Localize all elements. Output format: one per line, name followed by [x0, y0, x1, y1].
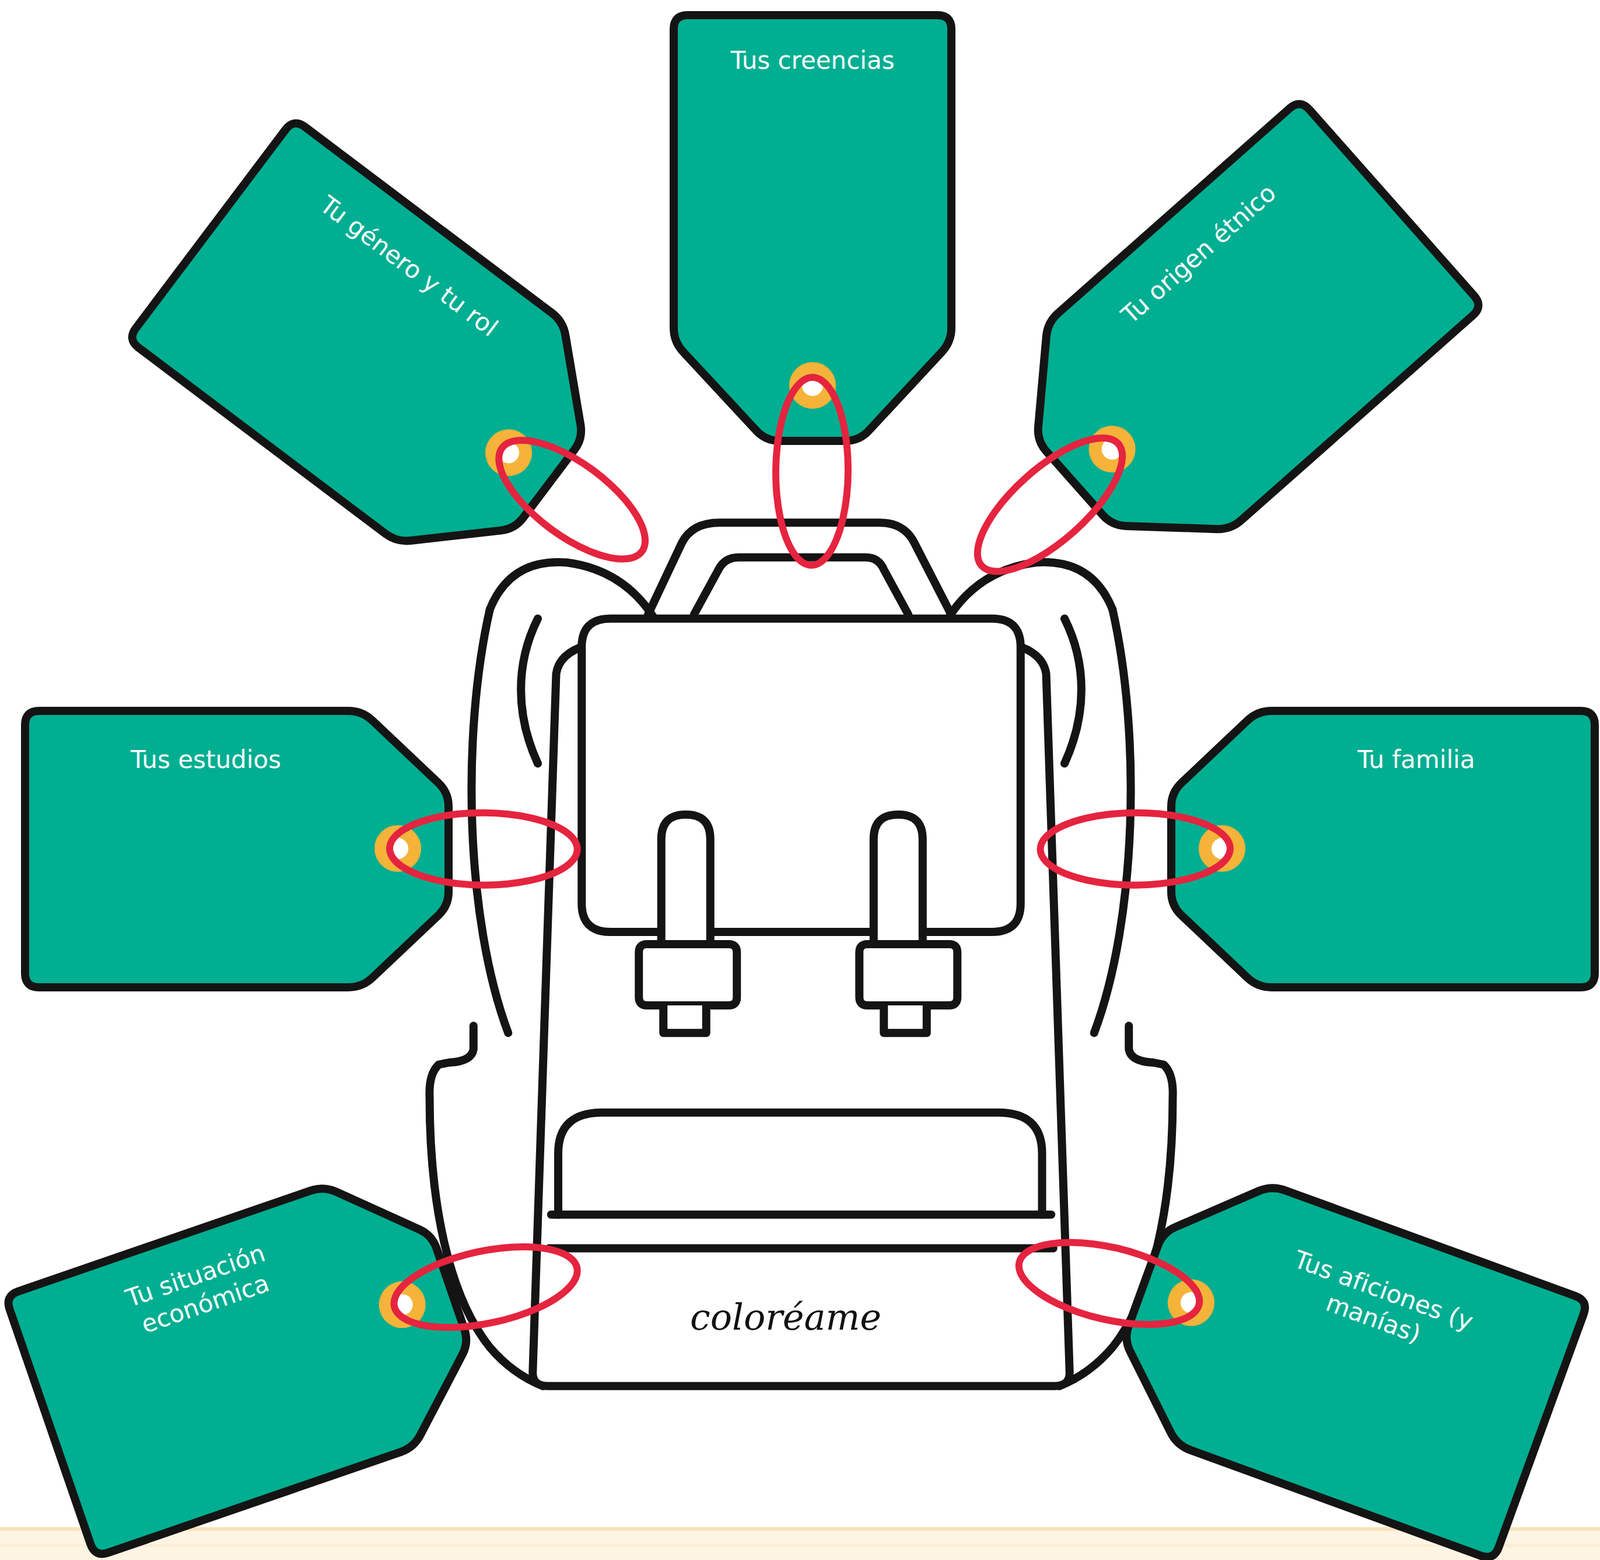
backpack-strap [471, 609, 509, 1034]
buckle-tip [663, 1005, 707, 1034]
tag-body [1096, 1156, 1589, 1560]
tag-label: Tus creencias [684, 45, 941, 76]
tag-shape [1096, 1156, 1589, 1560]
backpack-strap [949, 562, 1113, 617]
buckle [638, 944, 737, 1006]
bottom-band [0, 1527, 1600, 1560]
backpack-node: coloréame [423, 515, 1169, 1389]
tag-body [982, 99, 1484, 587]
tag-loop [1019, 1243, 1200, 1326]
backpack-side [429, 1026, 543, 1387]
backpack-drawing [423, 515, 1169, 1389]
bottom-band-line [0, 1544, 1600, 1547]
luggage-tag: Tu situación económica [5, 1158, 496, 1559]
tag-body [127, 118, 632, 594]
buckle-tip [883, 1005, 927, 1034]
tag-loop [393, 1247, 577, 1328]
backpack-label: coloréame [690, 1296, 882, 1339]
tag-eyelet [1169, 1280, 1213, 1325]
tag-loop [775, 377, 849, 566]
tag-body [5, 1158, 496, 1559]
backpack-strap [1094, 609, 1132, 1034]
tag-loop [389, 813, 578, 886]
tag-shape [982, 99, 1484, 587]
tag-eyelet [380, 1283, 425, 1327]
luggage-tag: Tus creencias [673, 15, 952, 441]
backpack-strap [520, 618, 538, 765]
tag-eyelet [1205, 831, 1239, 866]
backpack-handle [694, 557, 909, 615]
backpack-pocket-line [551, 1210, 1052, 1220]
luggage-tag: Tu género y tu rol [127, 118, 632, 594]
backpack-flap [581, 618, 1021, 933]
luggage-tag: Tu origen étnico [982, 99, 1484, 587]
tag-label: Tu familia [1258, 744, 1574, 775]
tag-shape [5, 1158, 496, 1559]
backpack-pocket [558, 1112, 1043, 1216]
tag-label: Tus estudios [48, 744, 364, 775]
backpack-handle [648, 522, 952, 615]
luggage-tag: Tu familia [1171, 711, 1595, 988]
tag-body [673, 15, 952, 441]
tag-loop [1040, 813, 1231, 886]
luggage-tag: Tus aficiones (y manías) [1096, 1156, 1589, 1560]
backpack-strap [1064, 618, 1082, 765]
tag-shape [127, 118, 632, 594]
tag-eyelet [380, 831, 415, 866]
tag-loop [977, 438, 1123, 572]
backpack-pocket-line [548, 1244, 1054, 1253]
bottom-band-line [0, 1527, 1600, 1532]
buckle [859, 944, 958, 1006]
tag-body [1171, 711, 1595, 988]
tag-eyelet [484, 429, 532, 477]
backpack-strap [489, 562, 654, 617]
tag-eyelet [795, 368, 830, 403]
tag-loop [498, 440, 646, 560]
luggage-tag: Tus estudios [25, 711, 449, 988]
tag-body [25, 711, 449, 988]
tag-eyelet [1088, 425, 1137, 474]
tag-shape [673, 15, 952, 441]
